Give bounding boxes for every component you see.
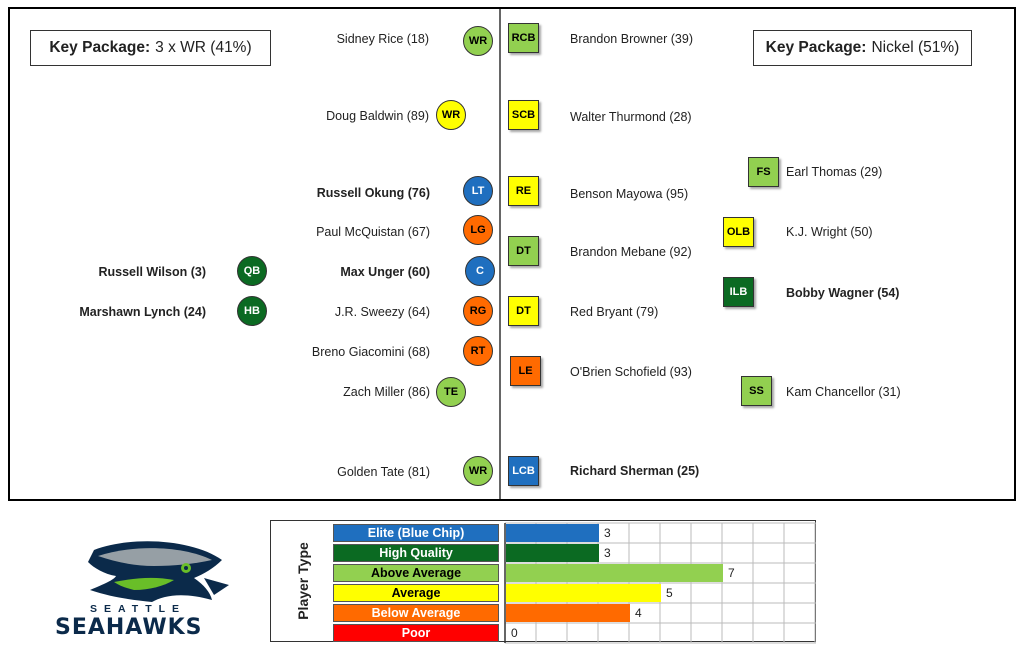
legend-label-above-average: Above Average [333,564,499,582]
legend-bar-below-average [506,604,630,622]
offense-marker-wr-10: WR [463,456,493,486]
legend-bar-above-average [506,564,723,582]
offense-player-name-5: Russell Wilson (3) [98,265,206,279]
defense-player-name-5: K.J. Wright (50) [786,225,873,239]
defense-player-name-6: Red Bryant (79) [570,305,659,319]
defense-marker-ilb-7: ILB [723,277,754,307]
defense-marker-le-8: LE [510,356,541,386]
defense-key-package-value: Nickel (51%) [871,39,960,56]
logo-text-seattle: SEATTLE [90,603,187,615]
defense-player-name-0: Brandon Browner (39) [570,32,693,46]
depth-chart-field [8,7,1016,501]
offense-player-name-10: Golden Tate (81) [337,465,430,479]
offense-player-name-3: Paul McQuistan (67) [316,225,430,239]
offense-marker-te-9: TE [436,377,466,407]
defense-player-name-4: Brandon Mebane (92) [570,245,692,259]
offense-player-name-7: Marshawn Lynch (24) [79,305,206,319]
defense-marker-ss-9: SS [741,376,772,406]
defense-marker-re-2: RE [508,176,539,206]
offense-marker-wr-1: WR [436,100,466,130]
legend-bar-elite [506,524,599,542]
offense-player-name-0: Sidney Rice (18) [336,32,429,46]
legend-label-poor: Poor [333,624,499,642]
logo-text-seahawks: SEAHAWKS [55,615,203,640]
defense-player-name-1: Walter Thurmond (28) [570,110,692,124]
offense-marker-rg-6: RG [463,296,493,326]
offense-player-name-2: Russell Okung (76) [316,186,430,200]
offense-key-package: Key Package: 3 x WR (41%) [30,30,271,66]
defense-player-name-9: Kam Chancellor (31) [786,385,901,399]
defense-key-package: Key Package: Nickel (51%) [753,30,972,66]
defense-player-name-2: Benson Mayowa (95) [570,187,689,201]
defense-player-name-8: O'Brien Schofield (93) [570,365,692,379]
legend-count-average: 5 [666,586,673,600]
legend-count-elite: 3 [604,526,611,540]
offense-marker-lg-3: LG [463,215,493,245]
offense-player-name-6: J.R. Sweezy (64) [334,305,430,319]
offense-marker-c-4: C [465,256,495,286]
defense-key-package-label: Key Package: [765,39,867,56]
defense-marker-lcb-10: LCB [508,456,539,486]
legend-count-high-quality: 3 [604,546,611,560]
offense-player-name-9: Zach Miller (86) [343,385,430,399]
legend-label-high-quality: High Quality [333,544,499,562]
offense-marker-lt-2: LT [463,176,493,206]
offense-player-name-4: Max Unger (60) [340,265,430,279]
offense-key-package-value: 3 x WR (41%) [155,39,252,56]
legend-label-below-average: Below Average [333,604,499,622]
legend-count-above-average: 7 [728,566,735,580]
defense-marker-fs-3: FS [748,157,779,187]
line-of-scrimmage [499,9,501,499]
offense-player-name-1: Doug Baldwin (89) [326,109,429,123]
defense-marker-rcb-0: RCB [508,23,539,53]
defense-marker-dt-6: DT [508,296,539,326]
defense-marker-scb-1: SCB [508,100,539,130]
defense-player-name-3: Earl Thomas (29) [786,165,883,179]
offense-marker-wr-0: WR [463,26,493,56]
offense-player-name-8: Breno Giacomini (68) [311,345,430,359]
seahawks-logo-icon [88,541,229,602]
defense-player-name-10: Richard Sherman (25) [570,464,700,478]
legend-bar-high-quality [506,544,599,562]
defense-marker-olb-5: OLB [723,217,754,247]
offense-marker-hb-7: HB [237,296,267,326]
legend-count-below-average: 4 [635,606,642,620]
legend-bar-average [506,584,661,602]
offense-marker-rt-8: RT [463,336,493,366]
defense-marker-dt-4: DT [508,236,539,266]
legend-count-poor: 0 [511,626,518,640]
legend-label-elite: Elite (Blue Chip) [333,524,499,542]
legend-label-average: Average [333,584,499,602]
offense-marker-qb-5: QB [237,256,267,286]
defense-player-name-7: Bobby Wagner (54) [786,286,900,300]
offense-key-package-label: Key Package: [49,39,151,56]
